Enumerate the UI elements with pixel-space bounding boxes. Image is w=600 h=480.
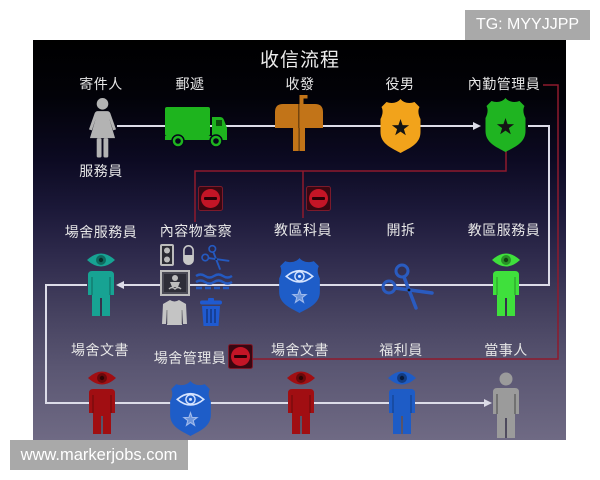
cassette-icon bbox=[160, 244, 174, 266]
no-entry-shape bbox=[306, 186, 331, 211]
waves-shape bbox=[194, 273, 234, 290]
no-entry-shape bbox=[198, 186, 223, 211]
xray-frame-icon bbox=[160, 270, 190, 296]
eye-person-shape bbox=[87, 371, 117, 435]
badge-star-icon bbox=[485, 98, 526, 152]
node-label: 教區服務員 bbox=[467, 223, 541, 239]
male-person-icon bbox=[492, 371, 520, 439]
watermark-telegram: TG: MYYJJPP bbox=[465, 10, 590, 40]
inspection-items-grid bbox=[158, 243, 234, 328]
eye-person-icon bbox=[286, 371, 316, 435]
eye-person-icon bbox=[87, 371, 117, 435]
eye-badge-icon bbox=[278, 257, 321, 314]
node-sublabel: 服務員 bbox=[79, 164, 123, 180]
arrowhead-right-icon bbox=[484, 399, 492, 407]
node-label: 場舍服務員 bbox=[64, 225, 138, 241]
oversight-line-to-inspection bbox=[194, 151, 507, 222]
pill-icon bbox=[183, 245, 194, 265]
female-person-shape bbox=[88, 98, 117, 158]
node-label: 役男 bbox=[385, 77, 415, 93]
eye-person-shape bbox=[491, 253, 521, 317]
flow-line-row1-to-row2 bbox=[119, 125, 550, 286]
arrowhead-right-icon bbox=[473, 122, 481, 130]
trash-can-shape bbox=[199, 297, 223, 327]
no-entry-icon bbox=[228, 344, 253, 369]
diagram-title: 收信流程 bbox=[259, 49, 341, 71]
eye-badge-shape bbox=[278, 257, 321, 314]
scissors-icon bbox=[381, 263, 434, 310]
node-label: 場舍管理員 bbox=[153, 351, 227, 367]
waves-icon bbox=[194, 273, 234, 290]
badge-star-icon bbox=[380, 99, 421, 153]
oversight-line-to-site-manager bbox=[253, 84, 559, 360]
eye-person-icon bbox=[387, 371, 417, 435]
truck-shape bbox=[164, 106, 228, 148]
scissors-icon bbox=[201, 244, 230, 270]
flow-line-row2-to-row3 bbox=[45, 284, 489, 404]
eye-badge-shape bbox=[169, 380, 212, 437]
mail-flow-diagram: 收信流程 寄件人 服務員 郵遞 收發 役男 內勤管理員 bbox=[33, 40, 566, 440]
arrowhead-left-icon bbox=[116, 281, 124, 289]
node-label: 開拆 bbox=[386, 223, 416, 239]
watermark-website: www.markerjobs.com bbox=[10, 440, 188, 470]
badge-star-shape bbox=[485, 98, 526, 152]
female-person-icon bbox=[88, 98, 117, 158]
mailbox-shape bbox=[275, 95, 323, 151]
male-person-shape bbox=[492, 371, 520, 439]
trash-can-icon bbox=[199, 297, 223, 327]
node-label: 教區科員 bbox=[274, 223, 332, 239]
eye-person-shape bbox=[286, 371, 316, 435]
node-label: 福利員 bbox=[379, 343, 423, 359]
no-entry-icon bbox=[306, 186, 331, 211]
xray-frame-shape bbox=[160, 270, 190, 296]
node-label: 郵遞 bbox=[175, 77, 205, 93]
eye-person-shape bbox=[387, 371, 417, 435]
eye-person-icon bbox=[491, 253, 521, 317]
badge-star-shape bbox=[380, 99, 421, 153]
node-label: 當事人 bbox=[484, 343, 528, 359]
node-label: 場舍文書 bbox=[71, 343, 129, 359]
eye-person-shape bbox=[86, 253, 116, 317]
scissors-shape bbox=[381, 263, 434, 310]
node-label: 寄件人 bbox=[79, 77, 123, 93]
sweater-icon bbox=[161, 299, 188, 326]
node-label: 內容物查察 bbox=[159, 224, 233, 240]
truck-icon bbox=[164, 106, 228, 148]
sweater-shape bbox=[161, 299, 188, 326]
eye-badge-icon bbox=[169, 380, 212, 437]
no-entry-shape bbox=[228, 344, 253, 369]
mailbox-icon bbox=[275, 95, 323, 151]
scissors-shape bbox=[201, 244, 230, 270]
no-entry-icon bbox=[198, 186, 223, 211]
pill-shape bbox=[183, 245, 194, 265]
cassette-shape bbox=[160, 244, 174, 266]
eye-person-icon bbox=[86, 253, 116, 317]
node-label: 場舍文書 bbox=[271, 343, 329, 359]
node-label: 內勤管理員 bbox=[467, 77, 541, 93]
node-label: 收發 bbox=[285, 77, 315, 93]
